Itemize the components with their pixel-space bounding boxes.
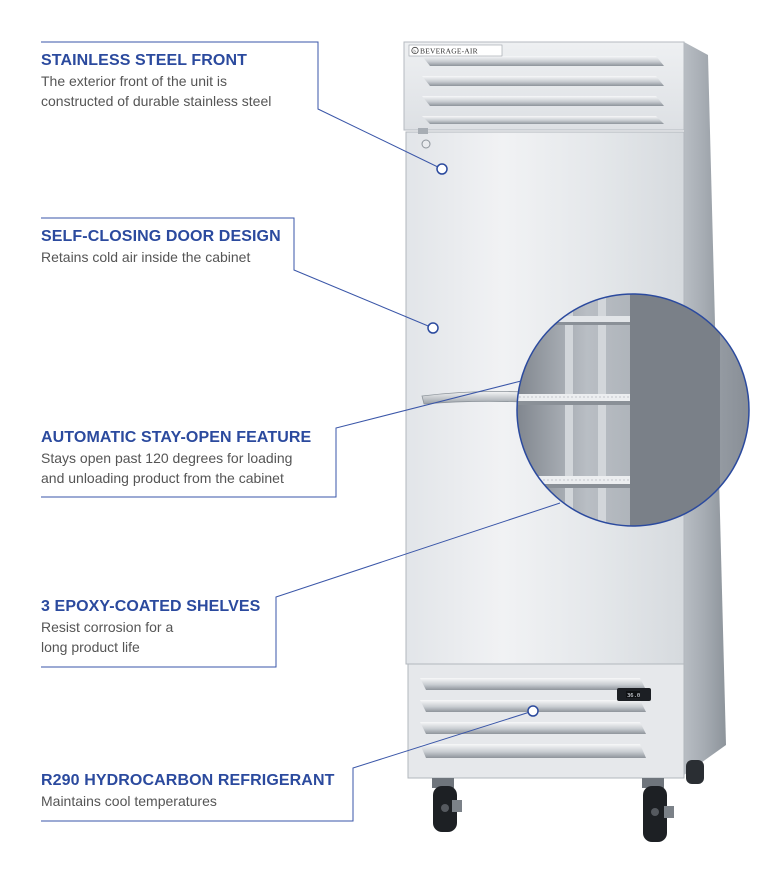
feature-description: Resist corrosion for a long product life — [41, 619, 174, 655]
feature-self-closing-door: SELF-CLOSING DOOR DESIGN Retains cold ai… — [41, 227, 281, 267]
callout-line-5 — [41, 710, 534, 822]
temperature-display: 36.0 — [627, 693, 640, 699]
brand-logo-mark-icon — [411, 46, 419, 55]
feature-refrigerant: R290 HYDROCARBON REFRIGERANT Maintains c… — [41, 771, 335, 811]
top-grille-panel: b BEVERAGE-AIR — [403, 41, 685, 131]
feature-description: Retains cold air inside the cabinet — [41, 249, 251, 265]
wire-shelf-1 — [517, 316, 630, 325]
feature-epoxy-shelves: 3 EPOXY-COATED SHELVES Resist corrosion … — [41, 597, 260, 657]
brand-name: BEVERAGE-AIR — [420, 47, 478, 56]
callout-lines — [41, 41, 561, 822]
callout-marker-5 — [527, 705, 539, 717]
rear-caster — [686, 760, 704, 784]
compressor-grille: 36.0 — [407, 663, 685, 779]
feature-stainless-steel-front: STAINLESS STEEL FRONT The exterior front… — [41, 51, 271, 111]
feature-description: Maintains cool temperatures — [41, 793, 217, 809]
feature-title: STAINLESS STEEL FRONT — [41, 52, 247, 69]
feature-stay-open: AUTOMATIC STAY-OPEN FEATURE Stays open p… — [41, 428, 311, 488]
callout-marker-1 — [436, 163, 448, 175]
wire-shelf-2 — [517, 394, 630, 405]
wire-shelf-3 — [517, 476, 630, 488]
feature-title: AUTOMATIC STAY-OPEN FEATURE — [41, 429, 312, 446]
callout-line-4 — [41, 502, 561, 668]
brand-logo-plate — [408, 44, 503, 57]
callout-markers — [427, 163, 539, 717]
brand-logo-mark: b — [414, 48, 417, 53]
callout-line-1 — [41, 41, 443, 170]
feature-title: R290 HYDROCARBON REFRIGERANT — [41, 772, 335, 789]
feature-title: 3 EPOXY-COATED SHELVES — [41, 598, 261, 615]
shelf-zoom-bubble — [516, 293, 750, 527]
feature-title: SELF-CLOSING DOOR DESIGN — [41, 228, 281, 245]
feature-description: Stays open past 120 degrees for loading … — [41, 450, 293, 486]
front-right-caster — [642, 778, 674, 842]
front-left-caster — [432, 778, 462, 832]
door-lock-icon — [421, 139, 431, 149]
callout-line-3 — [41, 380, 522, 498]
callout-marker-2 — [427, 322, 439, 334]
feature-description: The exterior front of the unit is constr… — [41, 73, 272, 109]
callout-line-2 — [41, 217, 434, 329]
